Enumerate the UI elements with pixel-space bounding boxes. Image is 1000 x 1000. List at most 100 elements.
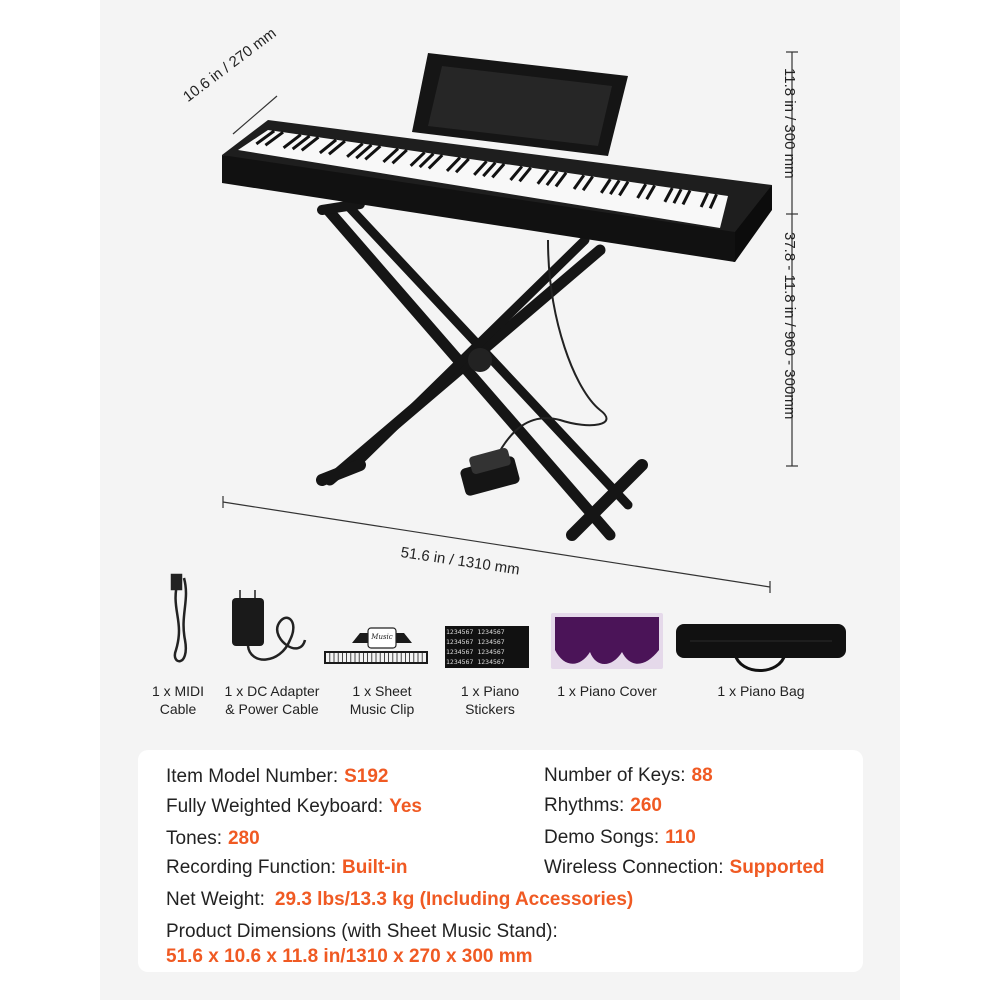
black-key xyxy=(663,187,674,203)
black-key xyxy=(355,143,373,160)
specifications-panel xyxy=(138,750,863,972)
clip-key xyxy=(342,653,347,662)
spec-rhythms: Rhythms:260 xyxy=(544,795,662,816)
width-dimension-line xyxy=(222,501,771,588)
black-key xyxy=(318,138,338,155)
black-key xyxy=(536,169,550,185)
pedal-cable xyxy=(494,239,608,461)
black-key xyxy=(418,152,435,169)
spec-tones-value: 280 xyxy=(227,828,260,849)
black-key xyxy=(672,188,683,204)
clip-key xyxy=(334,653,338,662)
clip-key xyxy=(330,653,334,662)
black-key xyxy=(473,160,488,176)
black-key xyxy=(391,148,408,165)
black-key xyxy=(482,161,497,178)
black-key xyxy=(264,130,284,147)
piano-cover-icon xyxy=(551,613,663,669)
clip-key xyxy=(380,653,384,662)
spec-recording: Recording Function:Built-in xyxy=(166,857,408,878)
clip-key xyxy=(410,653,414,662)
black-key xyxy=(291,134,311,151)
dc-adapter-icon xyxy=(232,590,307,661)
black-key xyxy=(636,183,648,199)
black-key xyxy=(645,184,656,201)
height-range-label: 37.8 - 11.8 in / 960 - 300mm xyxy=(781,232,798,420)
piano-stickers-icon xyxy=(445,626,529,668)
black-key xyxy=(491,162,506,179)
accessory-clip-label: 1 x Sheet Music Clip xyxy=(349,683,415,717)
accessory-bag-label: 1 x Piano Bag xyxy=(717,683,805,699)
clip-key xyxy=(393,653,397,662)
spec-weighted: Fully Weighted Keyboard:Yes xyxy=(166,796,422,817)
clip-key xyxy=(351,653,355,662)
spec-weighted-value: Yes xyxy=(389,796,422,817)
clip-key xyxy=(401,653,405,662)
spec-dimensions-label: Product Dimensions (with Sheet Music Sta… xyxy=(166,921,558,942)
black-key xyxy=(255,129,276,146)
spec-model-value: S192 xyxy=(344,766,389,787)
spec-rhythms-value: 260 xyxy=(630,795,662,816)
black-key xyxy=(409,151,426,167)
black-key xyxy=(454,157,470,174)
spec-tones: Tones:280 xyxy=(166,828,260,849)
spec-keys: Number of Keys:88 xyxy=(544,765,713,786)
x-stand xyxy=(316,199,648,541)
clip-key xyxy=(418,653,422,662)
sheet-music-clip-icon xyxy=(324,627,428,664)
spec-dimensions-value: 51.6 x 10.6 x 11.8 in/1310 x 270 x 300 m… xyxy=(166,946,533,967)
clip-key xyxy=(368,653,372,662)
spec-weight-value: 29.3 lbs/13.3 kg (Including Accessories) xyxy=(274,889,634,910)
clip-key xyxy=(372,653,376,662)
black-key xyxy=(346,142,364,158)
clip-key xyxy=(397,653,401,662)
black-key xyxy=(554,171,568,188)
black-key xyxy=(708,193,718,209)
black-key xyxy=(600,178,612,194)
black-key xyxy=(509,165,524,181)
black-key xyxy=(382,147,400,164)
spec-wireless: Wireless Connection:Supported xyxy=(544,857,825,878)
spec-weight: Net Weight:29.3 lbs/13.3 kg (Including A… xyxy=(166,889,634,910)
clip-key xyxy=(405,653,410,662)
black-key xyxy=(545,170,559,187)
piano-bag-icon xyxy=(676,624,846,672)
black-key xyxy=(427,153,444,170)
spec-recording-value: Built-in xyxy=(342,857,408,878)
midi-cable-icon xyxy=(170,573,188,663)
clip-logo-text: Music xyxy=(371,633,393,641)
black-key xyxy=(518,166,532,183)
depth-dimension-line xyxy=(232,95,278,135)
clip-key xyxy=(376,653,380,662)
accessory-stickers-label: 1 x Piano Stickers xyxy=(460,683,520,717)
accessory-midi-label: 1 x MIDI Cable xyxy=(151,683,205,717)
spec-keys-value: 88 xyxy=(691,765,713,786)
clip-key xyxy=(422,653,426,662)
spec-wireless-value: Supported xyxy=(729,857,825,878)
stand-height-label: 11.8 in / 300 mm xyxy=(781,68,798,179)
accessory-cover-label: 1 x Piano Cover xyxy=(557,683,657,699)
black-key xyxy=(609,179,621,195)
black-key xyxy=(328,139,346,156)
sticker-grid: 1234567 1234567 1234567 1234567 1234567 … xyxy=(446,628,505,666)
black-key xyxy=(364,144,382,161)
black-key xyxy=(581,175,594,192)
black-key xyxy=(618,180,630,197)
black-key xyxy=(282,133,302,149)
dimension-lines xyxy=(222,51,798,593)
black-key xyxy=(572,174,586,190)
clip-key xyxy=(359,653,363,662)
digital-piano xyxy=(222,53,772,262)
clip-key xyxy=(326,653,330,662)
clip-key xyxy=(347,653,351,662)
accessory-adapter-label: 1 x DC Adapter & Power Cable xyxy=(224,683,320,717)
clip-key xyxy=(338,653,342,662)
clip-key xyxy=(414,653,418,662)
clip-key xyxy=(363,653,368,662)
black-key xyxy=(681,189,692,206)
clip-key xyxy=(355,653,359,662)
black-key xyxy=(445,156,462,173)
sticker-row: 1234567 xyxy=(446,628,474,636)
clip-key xyxy=(384,653,389,662)
